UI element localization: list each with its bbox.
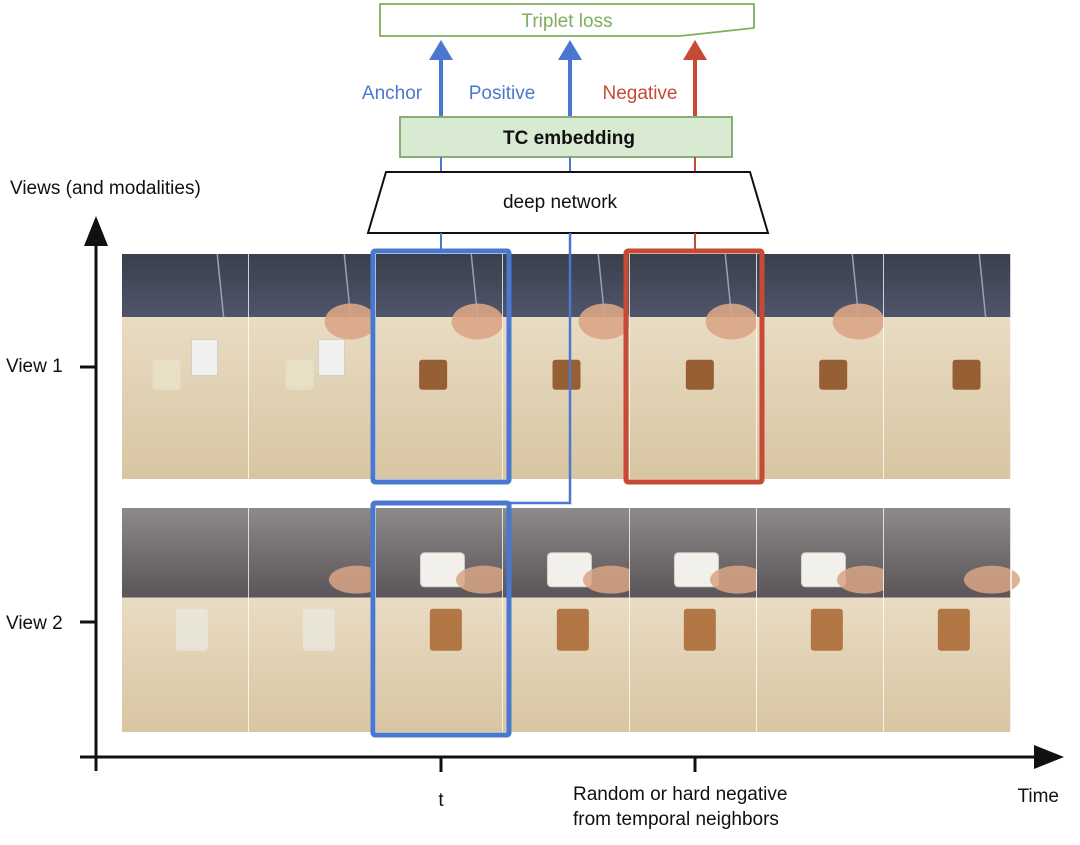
anchor-label: Anchor [362,83,423,104]
negative-note-line2: from temporal neighbors [573,809,779,830]
negative-label: Negative [603,83,678,104]
triplet-loss-box: Triplet loss [379,3,755,37]
view2-frame-strip [122,508,1020,732]
anchor-frame-highlight [370,248,512,485]
negative-note-line1: Random or hard negative [573,784,787,805]
view2-frame [884,508,1020,732]
y-axis-arrowhead [84,216,108,246]
view1-frame [376,253,504,479]
view2-frame [630,508,766,732]
positive-label: Positive [469,83,536,104]
view2-label: View 2 [6,613,63,634]
negative-arrow-head [683,40,707,60]
view1-frame [630,253,758,479]
t-label: t [438,790,444,811]
tc-embedding-box: TC embedding [399,116,733,158]
view1-frame-strip [122,253,1012,479]
anchor-arrow-head [429,40,453,60]
deep-network-box: deep network [366,171,770,234]
view1-frame [122,253,250,479]
positive-arrow-head [558,40,582,60]
view2-frame [122,508,250,732]
x-axis-label: Time [1017,786,1059,807]
view2-frame [376,508,512,732]
deep-network-label: deep network [503,192,618,213]
view2-frame [757,508,893,732]
view1-frame [757,253,885,479]
tc-embedding-label: TC embedding [503,128,635,149]
view1-label: View 1 [6,356,63,377]
view1-frame [503,253,631,479]
view2-frame [249,508,385,732]
positive-connector-path [510,233,572,505]
y-axis-label: Views (and modalities) [10,178,201,199]
triplet-loss-label: Triplet loss [521,11,612,32]
x-axis-arrowhead [1034,745,1064,769]
view1-frame [884,253,1012,479]
positive-frame-highlight [370,500,512,738]
negative-frame-highlight [623,248,765,485]
axes [80,216,1064,772]
view1-frame [249,253,377,479]
branch-arrows [429,40,707,116]
view2-frame [503,508,639,732]
